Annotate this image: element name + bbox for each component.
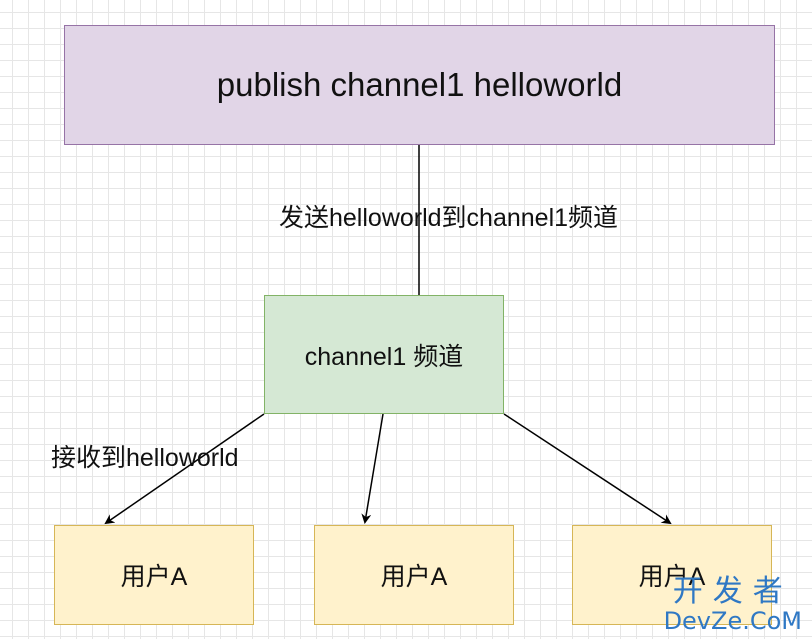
user-node: 用户A [572,525,772,625]
watermark-top-text: 开发者 [672,574,793,609]
send-edge-label: 发送helloworld到channel1频道 [279,204,619,232]
user-node: 用户A [54,525,254,625]
watermark-bottom-text: DevZe.CoM [663,607,802,635]
user-node: 用户A [314,525,514,625]
channel-node-label: channel1 频道 [304,342,464,371]
edge-channel-to-user-2 [361,413,384,524]
watermark-logo: 开发者 DevZe.CoM [663,574,802,635]
user-node-label: 用户A [638,563,706,591]
publish-node-label: publish channel1 helloworld [216,66,623,103]
receive-edge-label: 接收到helloworld [51,444,239,472]
user-node-label: 用户A [380,563,448,591]
user-node-label: 用户A [120,563,188,591]
publish-node: publish channel1 helloworld [64,25,775,145]
edge-channel-to-user-1 [104,413,265,525]
edge-channel-to-user-3 [503,413,672,525]
channel-node: channel1 频道 [264,295,504,414]
